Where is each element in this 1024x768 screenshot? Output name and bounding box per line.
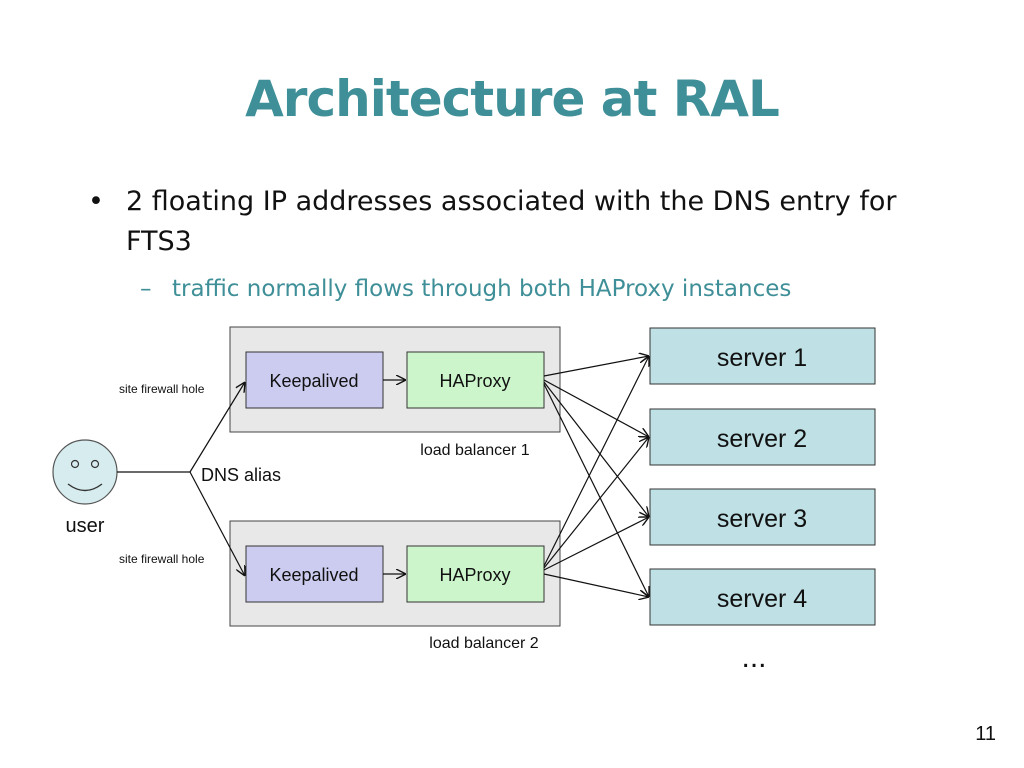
keepalived-label-1: Keepalived (269, 371, 358, 391)
user-eye-left-icon (70, 459, 80, 469)
server-1-label: server 1 (717, 344, 807, 372)
bullet-list: • 2 floating IP addresses associated wit… (88, 182, 948, 304)
haproxy1-to-server3-arrow (543, 381, 649, 517)
load-balancer-2-label: load balancer 2 (429, 635, 539, 652)
server-3-box (649, 488, 876, 546)
haproxy1-to-server4-arrow (543, 383, 649, 597)
sub-bullet-item: – traffic normally flows through both HA… (140, 274, 948, 304)
haproxy-box-2 (406, 545, 545, 603)
bullet-text: 2 floating IP addresses associated with … (126, 186, 897, 257)
more-servers-ellipsis: ... (741, 641, 766, 674)
keepalived-box-1 (245, 351, 384, 409)
haproxy-label-1: HAProxy (439, 371, 510, 391)
bullet-item: • 2 floating IP addresses associated wit… (88, 182, 948, 262)
load-balancer-1-label: load balancer 1 (420, 442, 530, 459)
user-eye-right-icon (90, 459, 100, 469)
haproxy2-to-server1-arrow (543, 356, 649, 567)
haproxy-label-2: HAProxy (439, 565, 510, 585)
page-number: 11 (975, 723, 996, 745)
user-smile-icon (67, 483, 103, 492)
dash-icon: – (140, 276, 152, 302)
firewall-hole-label-2: site firewall hole (119, 552, 205, 566)
bullet-icon: • (88, 186, 104, 217)
server-3-label: server 3 (717, 505, 807, 533)
server-2-box (649, 408, 876, 466)
slide-title: Architecture at RAL (245, 70, 780, 128)
server-1-box (649, 327, 876, 385)
haproxy2-to-server4-arrow (543, 573, 649, 597)
haproxy2-to-server3-arrow (543, 517, 649, 571)
dns-alias-label: DNS alias (201, 465, 281, 485)
sub-bullet-text: traffic normally flows through both HAPr… (172, 276, 792, 302)
server-2-label: server 2 (717, 425, 807, 453)
keepalived-box-2 (245, 545, 384, 603)
dns-to-keepalived-1-arrow (189, 382, 245, 473)
dns-to-keepalived-2-arrow (189, 471, 245, 576)
user-label: user (66, 515, 105, 537)
haproxy1-to-server2-arrow (543, 379, 649, 437)
haproxy2-to-server2-arrow (543, 437, 649, 569)
keepalived-label-2: Keepalived (269, 565, 358, 585)
server-4-label: server 4 (717, 585, 807, 613)
firewall-hole-label-1: site firewall hole (119, 382, 205, 396)
haproxy1-to-server1-arrow (543, 356, 649, 377)
user-face-icon (52, 439, 118, 505)
